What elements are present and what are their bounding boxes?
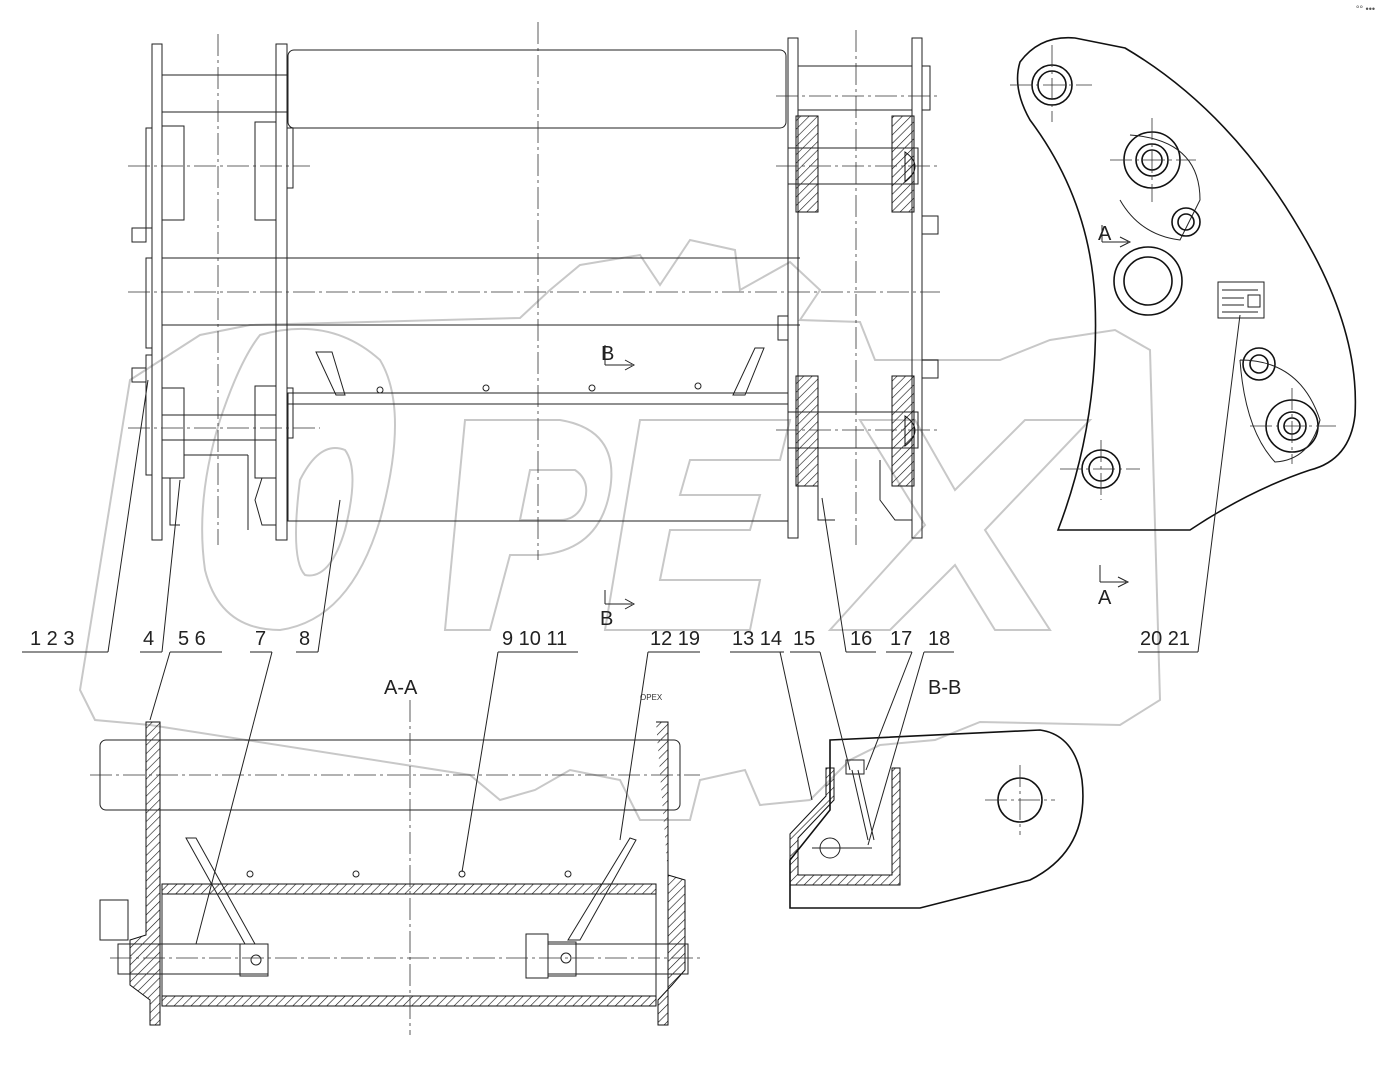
nameplate-icon: [1217, 281, 1265, 319]
section-bb-view: B-B: [789, 677, 1084, 909]
part-label-8: 8: [299, 628, 310, 650]
part-label-5-6: 5 6: [178, 628, 206, 650]
watermark: OPEX: [78, 238, 1162, 821]
section-aa-view: A-A: [90, 677, 700, 1035]
part-label-13-14: 13 14: [732, 628, 782, 650]
part-label-16: 16: [850, 628, 872, 650]
part-label-18: 18: [928, 628, 950, 650]
part-labels: 1 2 3 4 5 6 7 8 9 10 11 12 19 13 14 15 1…: [30, 628, 1190, 650]
plan-view: B B: [128, 22, 940, 630]
part-label-4: 4: [143, 628, 154, 650]
leader-lines: [22, 314, 1241, 945]
part-label-7: 7: [255, 628, 266, 650]
part-label-15: 15: [793, 628, 815, 650]
part-label-17: 17: [890, 628, 912, 650]
part-label-1-2-3: 1 2 3: [30, 628, 74, 650]
boom-plate-view: A A: [1010, 36, 1357, 609]
section-mark-b-top: B: [601, 343, 614, 365]
watermark-gear-icon: [78, 238, 1162, 821]
part-label-9-10-11: 9 10 11: [502, 628, 567, 650]
watermark-text: OPEX: [640, 693, 663, 702]
section-title-aa: A-A: [384, 677, 418, 699]
section-title-bb: B-B: [928, 677, 961, 699]
part-label-12-19: 12 19: [650, 628, 700, 650]
section-mark-a-bottom: A: [1098, 587, 1112, 609]
part-label-20-21: 20 21: [1140, 628, 1190, 650]
corner-mark: °° •••: [1355, 4, 1375, 14]
section-mark-b-bottom: B: [600, 608, 613, 630]
section-mark-a-top: A: [1098, 223, 1112, 245]
